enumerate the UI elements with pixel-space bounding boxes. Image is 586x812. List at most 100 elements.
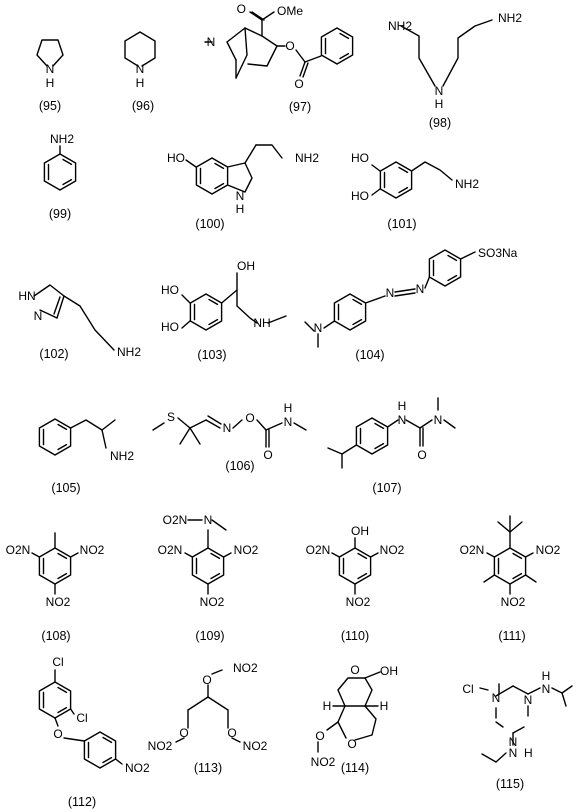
compound-label-114: (114) <box>341 761 369 775</box>
atom-label: H <box>542 669 551 683</box>
atom-label: NH2 <box>498 11 522 25</box>
atom-label: NO2 <box>380 543 405 557</box>
atom-label: H <box>236 202 245 216</box>
atom-label: OMe <box>277 4 303 18</box>
compound-label-115: (115) <box>496 777 524 791</box>
atom-label: NH2 <box>388 19 412 33</box>
compound-label-110: (110) <box>341 629 369 643</box>
structure-101: HO HO NH2 (101) <box>351 151 479 231</box>
structure-106: S N O O H N (106) <box>152 401 307 473</box>
compound-label-106: (106) <box>225 459 254 473</box>
compound-label-101: (101) <box>387 217 416 231</box>
structure-111: O2N NO2 NO2 (111) <box>460 515 561 643</box>
compound-label-96: (96) <box>132 99 154 113</box>
atom-label: OH <box>351 524 369 538</box>
atom-label: O <box>347 737 356 751</box>
structure-110: OH O2N NO2 NO2 (110) <box>306 524 405 643</box>
atom-label: O <box>294 77 303 91</box>
atom-label: NO2 <box>243 739 268 753</box>
atom-label: HO <box>351 189 369 203</box>
atom-label: NO2 <box>311 755 336 769</box>
structure-96: N H (96) <box>124 31 156 113</box>
structure-95: N H (95) <box>36 39 64 113</box>
compound-label-107: (107) <box>372 481 401 495</box>
compound-label-98: (98) <box>429 116 451 130</box>
atom-label: O <box>285 39 294 53</box>
structure-98: NH2 NH2 N H (98) <box>388 11 522 130</box>
atom-label: NO2 <box>80 543 105 557</box>
atom-label: N <box>284 415 293 429</box>
atom-label: NO2 <box>234 543 259 557</box>
compound-label-95: (95) <box>39 99 61 113</box>
atom-label: NH <box>253 316 270 330</box>
structure-113: NO2 O O NO2 O NO2 (113) <box>148 661 268 775</box>
atom-label: NH2 <box>455 177 479 191</box>
atom-label: N <box>416 282 425 296</box>
atom-label: N <box>435 84 444 98</box>
atom-label: H <box>435 97 444 111</box>
atom-label: NH2 <box>295 151 319 165</box>
structure-109: O2N N O2N NO2 NO2 (109) <box>158 513 259 643</box>
atom-label: O <box>263 448 272 462</box>
atom-label: SO3Na <box>478 246 518 260</box>
atom-label: NH2 <box>110 449 134 463</box>
atom-label: NO2 <box>125 761 150 775</box>
atom-label: NO2 <box>46 595 71 609</box>
atom-label: N <box>542 682 551 696</box>
atom-label: Cl <box>76 711 87 725</box>
atom-label: O <box>53 727 62 741</box>
atom-label: O <box>227 726 236 740</box>
atom-label: NO2 <box>536 543 561 557</box>
atom-label: N <box>386 286 395 300</box>
atom-label: N <box>509 746 518 760</box>
compound-label-112: (112) <box>68 795 96 809</box>
atom-label: NO2 <box>148 739 173 753</box>
atom-label: N <box>46 62 55 76</box>
atom-label: OH <box>380 664 398 678</box>
atom-label: O <box>350 663 359 677</box>
atom-label: NO2 <box>233 661 258 675</box>
atom-label: H <box>136 76 145 90</box>
structure-112: Cl Cl O NO2 (112) <box>38 655 150 809</box>
structure-102: HN N NH2 (102) <box>18 284 141 361</box>
compound-label-97: (97) <box>289 100 311 114</box>
atom-label: Cl <box>462 682 473 696</box>
atom-label: N <box>204 513 213 527</box>
atom-label: N <box>434 413 443 427</box>
atom-label: N <box>509 735 518 749</box>
atom-label: O2N <box>6 543 31 557</box>
atom-label: N <box>398 413 407 427</box>
compound-label-99: (99) <box>49 207 71 221</box>
compound-label-113: (113) <box>194 761 222 775</box>
atom-label: N <box>34 309 43 323</box>
atom-label: H <box>323 699 332 713</box>
structure-97: N OMe O O O (97) <box>204 2 354 114</box>
structure-107: H N N O (107) <box>327 397 456 495</box>
atom-label: NH2 <box>50 132 74 146</box>
compound-label-108: (108) <box>41 629 70 643</box>
atom-label: N <box>136 62 145 76</box>
atom-label: NH2 <box>117 345 141 359</box>
atom-label: N <box>314 321 323 335</box>
atom-label: OH <box>237 259 255 273</box>
atom-label: O2N <box>163 513 188 527</box>
atom-label: H <box>380 699 389 713</box>
structure-105: NH2 (105) <box>38 418 134 495</box>
compound-label-104: (104) <box>355 348 384 362</box>
compound-label-100: (100) <box>195 217 224 231</box>
atom-label: HO <box>167 151 185 165</box>
structure-99: NH2 (99) <box>43 132 77 221</box>
atom-label: O2N <box>460 543 485 557</box>
atom-label: N <box>223 421 232 435</box>
atom-label: N <box>492 691 501 705</box>
compound-label-109: (109) <box>195 629 224 643</box>
atom-label: O <box>315 729 324 743</box>
atom-label: O <box>237 2 246 16</box>
atom-label: H <box>398 399 407 413</box>
structure-114: O OH H H O O NO2 (114) <box>311 663 398 775</box>
atom-label: N <box>207 35 216 49</box>
structure-104: N N N SO3Na (104) <box>304 246 518 362</box>
compound-label-111: (111) <box>498 629 525 643</box>
atom-label: O <box>417 448 426 462</box>
